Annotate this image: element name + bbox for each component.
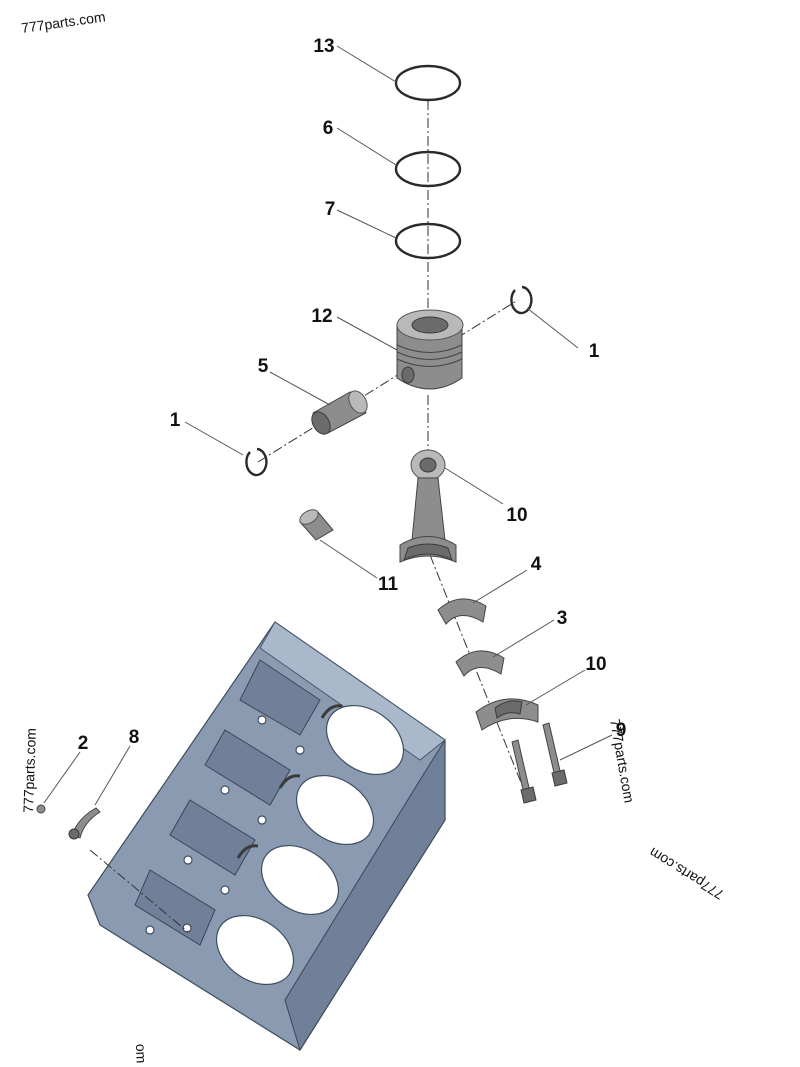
snap-ring-left <box>245 447 268 477</box>
watermark-right: 777parts.com <box>607 718 637 804</box>
callout-4: 4 <box>531 554 542 575</box>
leader-lines <box>43 45 613 806</box>
piston-pin <box>311 390 368 435</box>
callout-13: 13 <box>313 36 334 57</box>
callout-10-cap: 10 <box>585 654 606 675</box>
piston-ring-oil <box>394 222 462 260</box>
snap-ring-right <box>510 285 533 315</box>
callout-1-left: 1 <box>170 410 181 431</box>
callout-9: 9 <box>616 720 627 741</box>
bearing-shell-lower <box>455 650 505 677</box>
watermark-left: 777parts.com <box>20 728 39 813</box>
bushing <box>299 509 334 541</box>
nozzle-bolt <box>36 804 46 814</box>
bearing-shell-upper <box>437 598 487 625</box>
piston-ring-second <box>394 150 462 188</box>
assembly-axes <box>89 100 529 933</box>
watermark-top-left: 777parts.com <box>20 8 106 36</box>
watermark-bottom-right: 777parts.com <box>646 845 726 904</box>
callout-6: 6 <box>323 118 334 139</box>
engine-block <box>87 621 446 1052</box>
callout-3: 3 <box>557 608 568 629</box>
piston <box>396 309 464 390</box>
connecting-rod-cap <box>475 698 539 731</box>
oil-squirt-nozzle <box>71 807 101 839</box>
watermark-bottom-fragment: om <box>133 1044 150 1064</box>
callout-2: 2 <box>78 733 89 754</box>
callout-8: 8 <box>129 727 140 748</box>
connecting-rod <box>399 449 457 563</box>
callout-7: 7 <box>325 199 336 220</box>
piston-ring-top <box>394 64 462 102</box>
callout-11: 11 <box>378 574 399 595</box>
callouts: 13 6 7 12 1 5 1 10 11 4 3 10 9 2 8 <box>78 36 627 754</box>
callout-1-right: 1 <box>589 341 600 362</box>
callout-12: 12 <box>311 306 332 327</box>
callout-10-rod: 10 <box>506 505 527 526</box>
callout-5: 5 <box>258 356 269 377</box>
rod-bolts <box>511 722 568 804</box>
